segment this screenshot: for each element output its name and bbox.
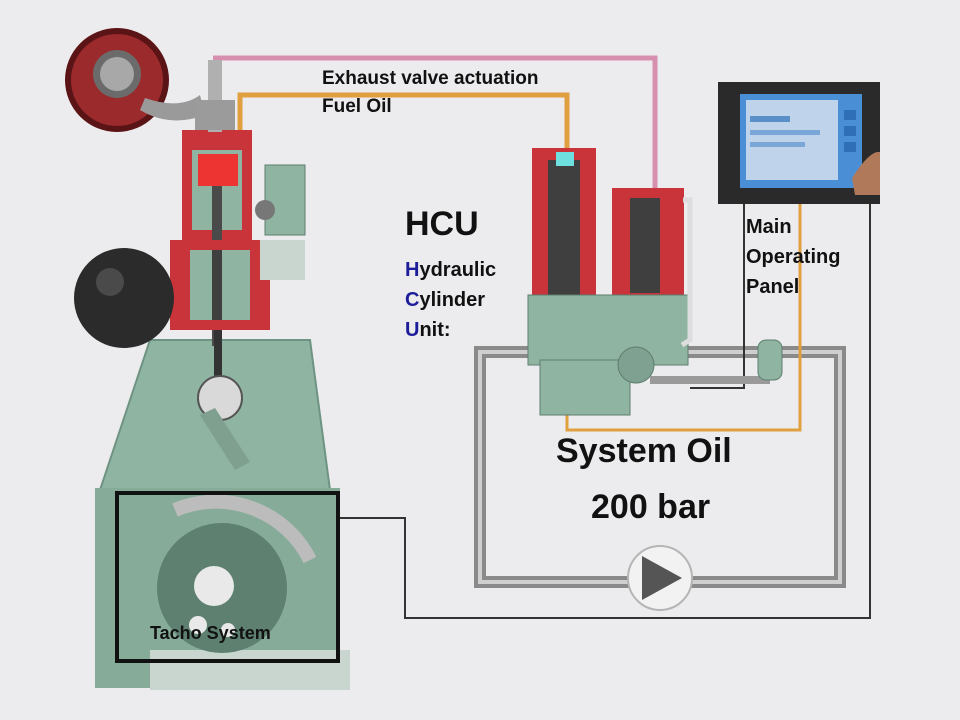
exhaust-valve-label: Exhaust valve actuation — [322, 68, 539, 89]
hcu-line-unit: Unit: — [405, 319, 451, 341]
hcu-title: HCU — [405, 205, 479, 243]
pressure-label: 200 bar — [591, 488, 711, 526]
tacho-system-label: Tacho System — [150, 623, 271, 643]
main-operating-panel-label: Main Operating Panel — [746, 216, 841, 298]
signal-lines — [268, 200, 871, 619]
exhaust-actuation-line — [213, 55, 658, 188]
engine-body — [95, 60, 350, 690]
tacho-wheel — [157, 494, 317, 653]
exhaust-receiver — [65, 28, 205, 132]
pump-symbol — [627, 545, 693, 611]
hcu-line-hydraulic: Hydraulic — [405, 259, 497, 281]
main-operating-panel-screen — [718, 82, 880, 204]
system-oil-label: System Oil — [556, 432, 732, 470]
turbocharger — [74, 248, 174, 348]
tacho-frame — [115, 491, 340, 663]
hcu-description: Hydraulic Cylinder Unit: — [405, 255, 496, 345]
fuel-oil-label: Fuel Oil — [322, 96, 392, 117]
system-oil-loop — [474, 346, 846, 588]
fuel-oil-line — [237, 92, 570, 155]
hcu-line-cylinder: Cylinder — [405, 289, 486, 311]
hcu-unit — [527, 148, 783, 416]
